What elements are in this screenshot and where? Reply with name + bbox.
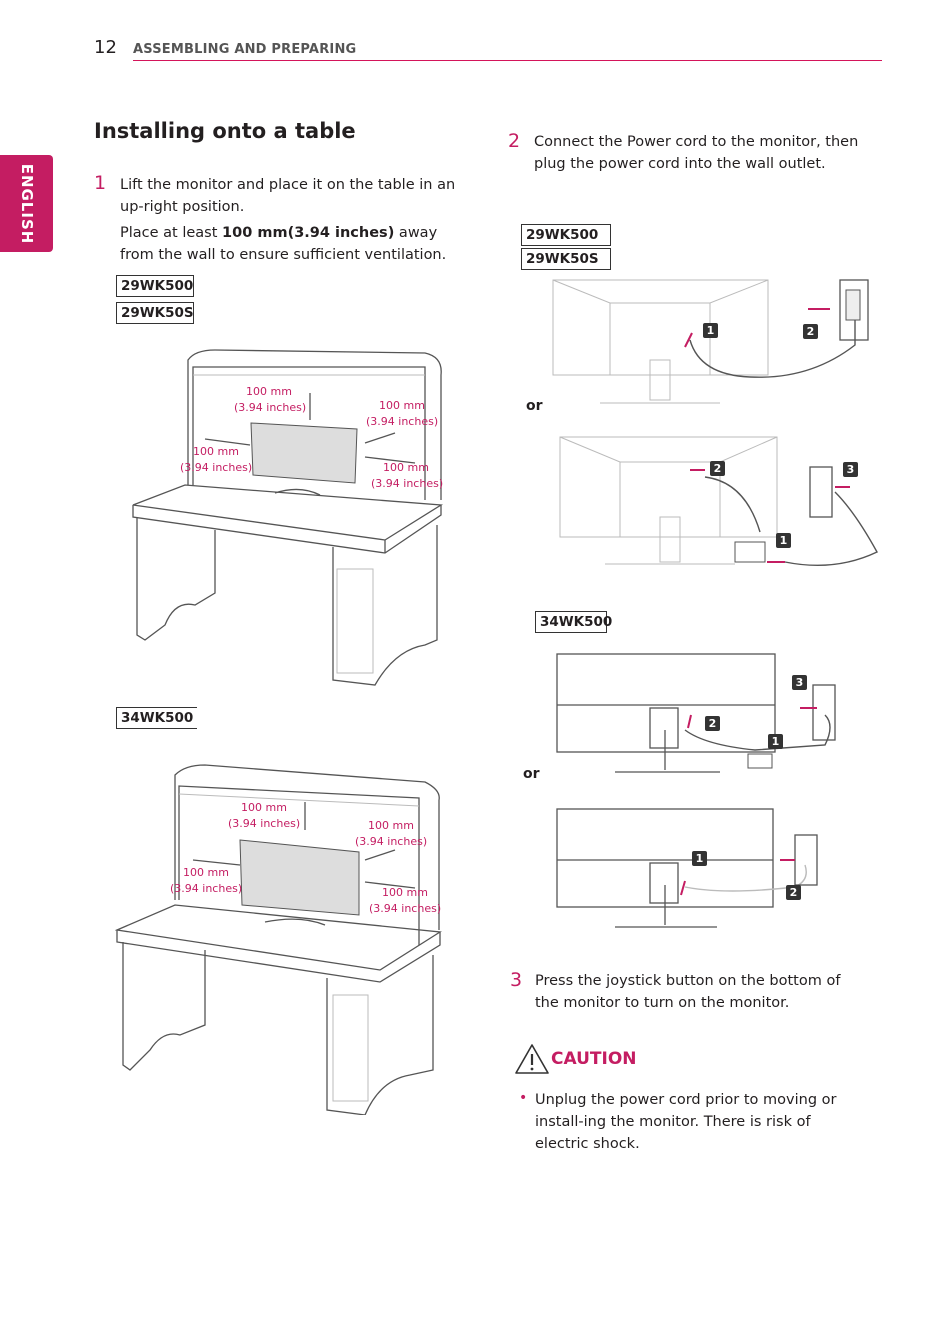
step-badge: 1 bbox=[768, 734, 783, 749]
page-number: 12 bbox=[94, 37, 117, 58]
dim-label: 100 mm bbox=[368, 819, 414, 832]
language-tab: ENGLISH bbox=[0, 155, 53, 252]
step-1-text: Lift the monitor and place it on the tab… bbox=[120, 177, 456, 215]
or-label: or bbox=[523, 766, 540, 782]
dim-label: (3.94 inches) bbox=[180, 461, 252, 474]
monitor-diagram-34-a bbox=[556, 653, 836, 773]
dim-label: 100 mm bbox=[193, 445, 239, 458]
step-badge: 2 bbox=[710, 461, 725, 476]
dim-label: 100 mm bbox=[383, 461, 429, 474]
step-badge: 1 bbox=[703, 323, 718, 338]
monitor-diagram-29-b bbox=[559, 436, 878, 566]
step-3-text: Press the joystick button on the bottom … bbox=[535, 973, 841, 1011]
step-badge: 3 bbox=[792, 675, 807, 690]
dim-label: 100 mm bbox=[241, 801, 287, 814]
note-suffix: away from the wall to ensure sufficient … bbox=[120, 225, 447, 263]
dim-label: (3.94 inches) bbox=[369, 902, 441, 915]
step-2-text: Connect the Power cord to the monitor, t… bbox=[534, 134, 859, 172]
warning-icon bbox=[515, 1044, 549, 1074]
step-1-note: Place at least 100 mm(3.94 inches) away … bbox=[120, 222, 470, 266]
dim-label: 100 mm bbox=[379, 399, 425, 412]
dim-label: (3.94 inches) bbox=[170, 882, 242, 895]
dim-label: 100 mm bbox=[246, 385, 292, 398]
header-rule bbox=[133, 60, 882, 61]
dim-label: (3.94 inches) bbox=[371, 477, 443, 490]
step-2-number: 2 bbox=[508, 130, 521, 152]
step-badge: 3 bbox=[843, 462, 858, 477]
step-3-number: 3 bbox=[510, 969, 523, 991]
step-badge: 2 bbox=[803, 324, 818, 339]
note-bold: 100 mm(3.94 inches) bbox=[222, 225, 395, 241]
step-badge: 1 bbox=[692, 851, 707, 866]
model-label: 29WK500 bbox=[116, 275, 194, 297]
desk-illustration-34: 100 mm (3.94 inches) 100 mm (3.94 inches… bbox=[115, 764, 442, 1115]
model-label: 34WK500 bbox=[116, 707, 197, 729]
model-label: 29WK500 bbox=[521, 224, 611, 246]
caution-text: Unplug the power cord prior to moving or… bbox=[535, 1092, 837, 1152]
or-label: or bbox=[526, 398, 543, 414]
dim-label: (3.94 inches) bbox=[366, 415, 438, 428]
step-badge: 2 bbox=[705, 716, 720, 731]
dim-label: 100 mm bbox=[183, 866, 229, 879]
step-badge: 2 bbox=[786, 885, 801, 900]
page-title: Installing onto a table bbox=[94, 119, 356, 143]
model-label: 29WK50S bbox=[521, 248, 611, 270]
language-tab-label: ENGLISH bbox=[17, 163, 36, 244]
section-title: ASSEMBLING AND PREPARING bbox=[133, 42, 357, 57]
step-1-number: 1 bbox=[94, 172, 107, 194]
model-label: 29WK50S bbox=[116, 302, 194, 324]
bullet-dot: • bbox=[519, 1090, 528, 1106]
dim-label: (3.94 inches) bbox=[355, 835, 427, 848]
step-badge: 1 bbox=[776, 533, 791, 548]
desk-illustration-29: 100 mm (3.94 inches) 100 mm (3.94 inches… bbox=[132, 349, 443, 686]
dim-label: 100 mm bbox=[382, 886, 428, 899]
caution-title: CAUTION bbox=[551, 1049, 637, 1069]
note-prefix: Place at least bbox=[120, 225, 223, 241]
dim-label: (3.94 inches) bbox=[234, 401, 306, 414]
dim-label: (3.94 inches) bbox=[228, 817, 300, 830]
monitor-diagram-29-a bbox=[552, 279, 869, 404]
monitor-diagram-34-b bbox=[556, 808, 818, 928]
model-label: 34WK500 bbox=[535, 611, 612, 633]
